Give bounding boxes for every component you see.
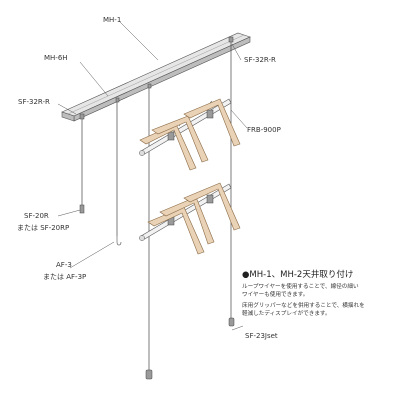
label-sf32r-top: SF-32R-R: [244, 56, 276, 64]
label-af3p: または AF-3P: [43, 273, 86, 281]
hangers-upper: [139, 98, 241, 171]
label-mh6h: MH-6H: [44, 54, 68, 62]
notes-p1-line1: ループワイヤーを使用することで、線径の細い: [242, 284, 359, 290]
label-mh1: MH-1: [103, 16, 121, 24]
notes-title: ●MH-1、MH-2天井取り付け: [242, 270, 354, 280]
leader-lines: [57, 21, 248, 331]
hangers-lower: [147, 182, 241, 255]
notes-paragraph-2: 床用グリッパーなどを併用することで、横揺れを 軽減したディスプレイができます。: [242, 302, 398, 318]
notes-paragraph-1: ループワイヤーを使用することで、線径の細い ワイヤーも使用できます。: [242, 283, 398, 299]
wire-end-fittings: [79, 204, 235, 380]
hanging-wires: [81, 42, 232, 372]
mounting-notes: ●MH-1、MH-2天井取り付け ループワイヤーを使用することで、線径の細い ワ…: [242, 268, 398, 318]
notes-p2-line1: 床用グリッパーなどを併用することで、横揺れを: [242, 303, 365, 309]
notes-p2-line2: 軽減したディスプレイができます。: [242, 311, 331, 317]
label-sf20rp: または SF-20RP: [17, 224, 69, 232]
hanger-bar-upper: [139, 98, 232, 156]
label-sf32r-left: SF-32R-R: [18, 98, 50, 106]
label-sf23jset: SF-23Jset: [245, 332, 278, 340]
label-sf20r: SF-20R: [24, 212, 49, 220]
notes-p1-line2: ワイヤーも使用できます。: [242, 292, 309, 298]
label-af3: AF-3: [56, 261, 72, 269]
label-frb900p: FRB-900P: [247, 126, 281, 134]
